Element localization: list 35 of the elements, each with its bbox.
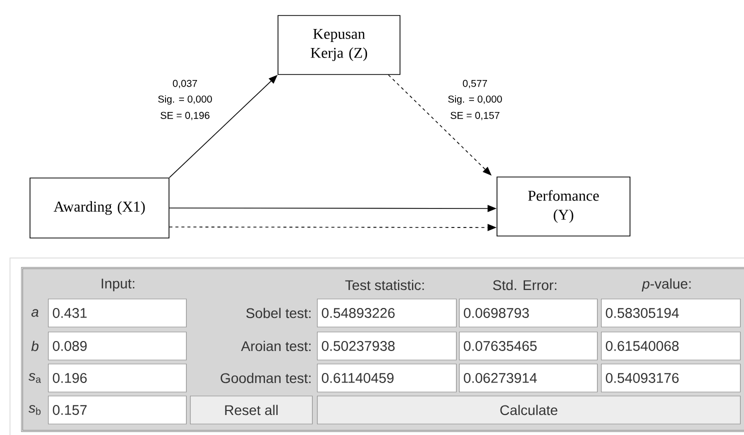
column-header: Input:	[102, 278, 134, 292]
column-header: p-value:	[642, 278, 691, 292]
input-field: 0.157	[48, 396, 187, 424]
input-field: 0.089	[48, 332, 187, 360]
input-field: 0.54093176	[601, 364, 741, 392]
row-label: Sobel test:	[246, 308, 311, 318]
stat-label: SE = 0,196	[160, 112, 210, 120]
row-label: Aroian test:	[241, 340, 311, 352]
button: Calculate	[317, 396, 741, 424]
input-field: 0.54893226	[317, 298, 457, 328]
text-box: Kepusan Kerja (Z)	[278, 15, 400, 75]
input-field: 0.07635465	[459, 332, 598, 360]
stat-label: 0,037	[172, 80, 198, 88]
row-label: Goodman test:	[220, 372, 311, 384]
text-box: Awarding (X1)	[30, 178, 170, 238]
variable-label: s$_{a}$	[28, 373, 41, 383]
stat-label: Sig. = 0,000	[158, 95, 212, 105]
variable-label: a	[31, 309, 38, 317]
button: Reset all	[190, 396, 313, 424]
input-field: 0.0698793	[459, 298, 598, 328]
input-field: 0.61540068	[601, 332, 741, 360]
variable-label: s$_{b}$	[28, 405, 41, 415]
text-box: Perfomance (Y)	[496, 176, 630, 236]
column-header: Std. Error:	[493, 280, 556, 290]
input-field: 0.196	[48, 364, 187, 392]
input-field: 0.431	[48, 298, 187, 328]
input-field: 0.06273914	[459, 364, 598, 392]
stat-label: Sig. = 0,000	[448, 95, 502, 105]
stat-label: 0,577	[462, 80, 488, 88]
column-header: Test statistic:	[345, 280, 424, 290]
input-field: 0.58305194	[601, 298, 741, 328]
stat-label: SE = 0,157	[450, 112, 500, 120]
input-field: 0.50237938	[317, 332, 457, 360]
input-field: 0.61140459	[317, 364, 457, 392]
variable-label: b	[31, 340, 38, 352]
